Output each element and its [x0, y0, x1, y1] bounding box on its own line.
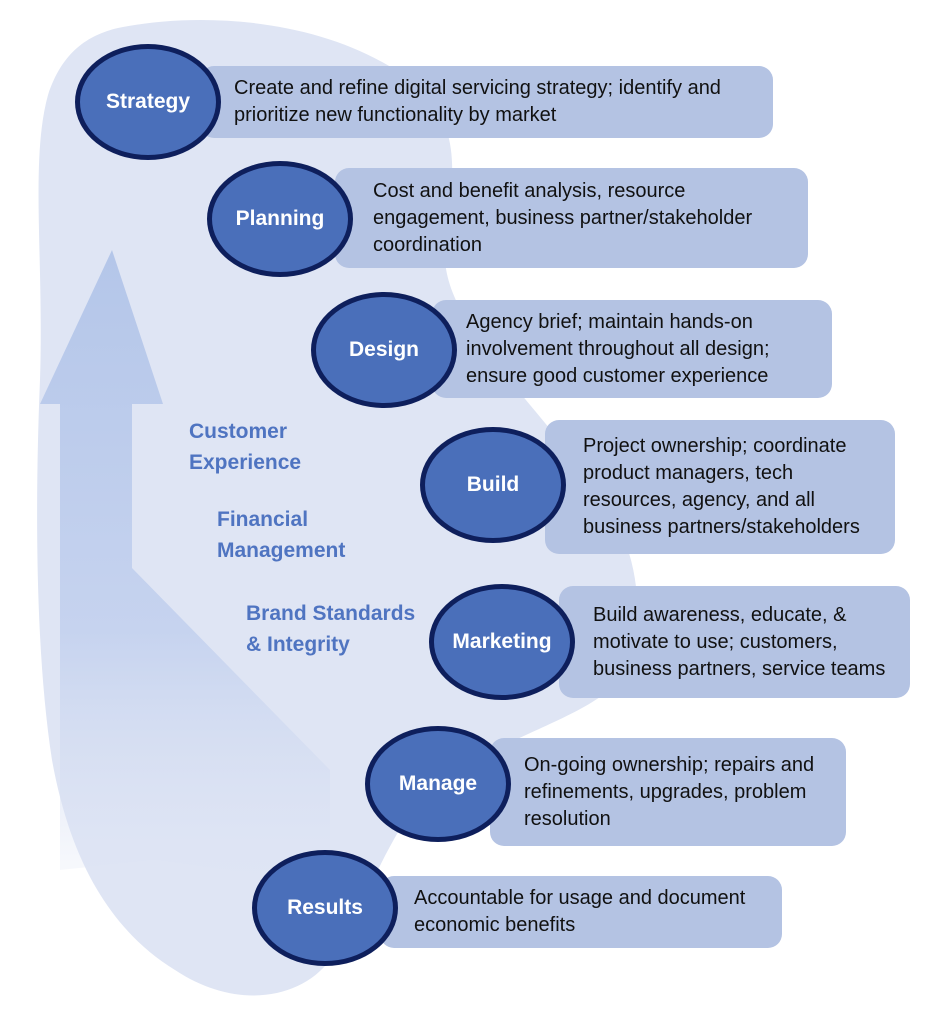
step-description-text: Accountable for usage and document econo…	[414, 887, 746, 936]
step-description-strategy: Create and refine digital servicing stra…	[200, 66, 773, 138]
upward-arrow	[40, 250, 330, 885]
step-description-text: Build awareness, educate, & motivate to …	[593, 603, 886, 680]
step-label: Strategy	[105, 90, 191, 113]
theme-brand-standards: Brand Standards & Integrity	[246, 602, 416, 656]
step-label: Design	[348, 338, 419, 361]
step-label: Results	[287, 896, 363, 919]
step-description-marketing: Build awareness, educate, & motivate to …	[559, 586, 910, 698]
step-circle-results: Results	[252, 850, 398, 966]
step-label: Manage	[398, 772, 478, 795]
step-circle-manage: Manage	[365, 726, 511, 842]
theme-customer-experience: Customer Experience	[189, 420, 302, 474]
theme-financial-management: Financial Management	[217, 508, 346, 562]
step-description-text: Project ownership; coordinate product ma…	[583, 435, 860, 538]
step-description-text: Agency brief; maintain hands-on involvem…	[466, 310, 770, 387]
step-description-text: Cost and benefit analysis, resource enga…	[373, 179, 753, 256]
step-label: Marketing	[452, 630, 552, 653]
step-circle-strategy: Strategy	[75, 44, 221, 160]
step-description-design: Agency brief; maintain hands-on involvem…	[432, 300, 832, 398]
step-label: Build	[466, 473, 520, 496]
step-circle-planning: Planning	[207, 161, 353, 277]
step-label: Planning	[235, 207, 325, 230]
step-circle-design: Design	[311, 292, 457, 408]
step-circle-build: Build	[420, 427, 566, 543]
step-circle-marketing: Marketing	[429, 584, 575, 700]
step-description-text: On-going ownership; repairs and refineme…	[524, 753, 815, 830]
step-description-manage: On-going ownership; repairs and refineme…	[490, 738, 846, 846]
step-description-text: Create and refine digital servicing stra…	[234, 77, 721, 126]
step-description-results: Accountable for usage and document econo…	[380, 876, 782, 948]
step-description-planning: Cost and benefit analysis, resource enga…	[335, 168, 808, 268]
step-description-build: Project ownership; coordinate product ma…	[545, 420, 895, 554]
